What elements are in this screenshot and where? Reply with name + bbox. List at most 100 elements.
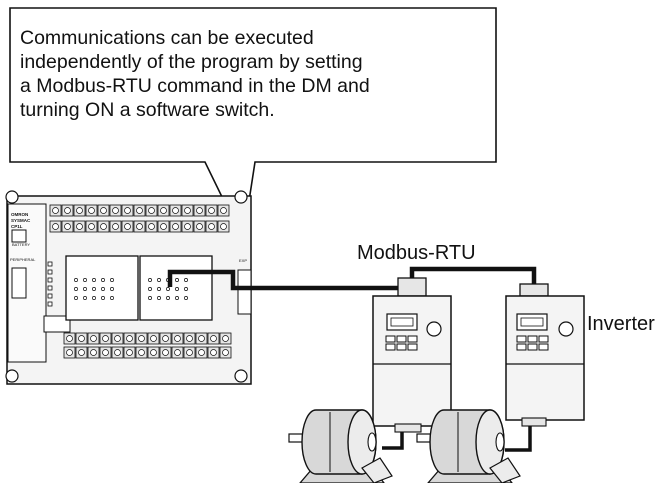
terminal-screw-head — [198, 349, 205, 356]
inverter-1-display-inner — [390, 317, 414, 327]
terminal-screw-head — [88, 223, 95, 230]
inverter-1-top-terminal — [397, 277, 427, 297]
option-board-pin — [101, 278, 105, 282]
option-board-pin — [166, 287, 170, 291]
terminal-screw-head — [220, 207, 227, 214]
terminal-screw-head — [112, 207, 119, 214]
inverter-label: Inverter — [587, 313, 655, 335]
option-board-pin — [166, 296, 170, 300]
inverter-2-top-terminal — [519, 283, 549, 297]
terminal-screw-head — [90, 335, 97, 342]
option-board-pin — [157, 296, 161, 300]
inverter-2-bottom-terminal — [521, 417, 547, 427]
plc-peripheral-label: PERIPHERAL — [10, 257, 36, 262]
option-board-pin — [184, 287, 188, 291]
terminal-screw-head — [114, 349, 121, 356]
terminal-screw-head — [222, 349, 229, 356]
option-board-pin — [92, 287, 96, 291]
plc-led-column — [47, 261, 53, 307]
motor-2-cable — [505, 426, 532, 452]
terminal-screw-head — [138, 335, 145, 342]
modbus-cable — [167, 266, 537, 294]
terminal-screw-head — [136, 223, 143, 230]
plc-option-board-dots — [74, 278, 188, 300]
inverter-1 — [372, 277, 452, 433]
terminal-screw-head — [126, 335, 133, 342]
option-board-pin — [110, 296, 114, 300]
option-board-pin — [157, 278, 161, 282]
terminal-screw-head — [112, 223, 119, 230]
terminal-screw-head — [66, 335, 73, 342]
option-board-pin — [83, 287, 87, 291]
option-board-pin — [148, 287, 152, 291]
terminal-screw-head — [150, 349, 157, 356]
plc-exp-label: EXP — [239, 258, 247, 263]
terminal-screw-head — [174, 335, 181, 342]
plc-brand-line-3: CP1L — [11, 224, 23, 229]
terminal-screw-head — [124, 223, 131, 230]
option-board-pin — [83, 278, 87, 282]
terminal-screw-head — [210, 349, 217, 356]
plc-terminal-blocks — [49, 204, 232, 359]
inverter-2-knob — [558, 321, 574, 337]
terminal-screw-head — [66, 349, 73, 356]
terminal-screw-head — [88, 207, 95, 214]
option-board-pin — [74, 287, 78, 291]
terminal-screw-head — [52, 223, 59, 230]
terminal-screw-head — [76, 223, 83, 230]
plc-bottom-left-module — [43, 315, 71, 333]
terminal-screw-head — [64, 223, 71, 230]
inverter-2-display-inner — [520, 317, 544, 327]
motor-1-cable — [382, 432, 404, 450]
motor-1-end-hub — [367, 432, 377, 452]
plc-mount-hole-bottom-left — [5, 369, 19, 383]
option-board-pin — [101, 296, 105, 300]
terminal-screw-head — [184, 207, 191, 214]
terminal-screw-head — [222, 335, 229, 342]
terminal-screw-head — [184, 223, 191, 230]
motor-1-terminal-box — [361, 457, 393, 483]
inverter-2-display — [516, 313, 548, 331]
option-board-pin — [175, 278, 179, 282]
terminal-screw-head — [64, 207, 71, 214]
inverter-1-bottom-terminal — [394, 423, 422, 433]
terminal-screw-head — [174, 349, 181, 356]
option-board-pin — [175, 296, 179, 300]
plc-brand-line-1: OMRON — [11, 212, 28, 217]
terminal-screw-head — [196, 207, 203, 214]
terminal-screw-head — [148, 207, 155, 214]
terminal-screw-head — [102, 349, 109, 356]
inverter-1-display — [386, 313, 418, 331]
option-board-pin — [110, 278, 114, 282]
terminal-screw-head — [76, 207, 83, 214]
option-board-pin — [148, 296, 152, 300]
terminal-screw-head — [208, 223, 215, 230]
option-board-pin — [157, 287, 161, 291]
option-board-pin — [148, 278, 152, 282]
terminal-screw-head — [78, 335, 85, 342]
terminal-screw-head — [186, 349, 193, 356]
terminal-screw-head — [150, 335, 157, 342]
inverter-1-keypad — [385, 335, 418, 351]
plc-battery-label: BATTERY — [12, 242, 30, 247]
terminal-screw-head — [52, 207, 59, 214]
terminal-screw-head — [162, 335, 169, 342]
plc-mount-hole-top-right — [234, 190, 248, 204]
terminal-screw-head — [136, 207, 143, 214]
plc-brand-line-2: SYSMAC — [11, 218, 31, 223]
option-board-pin — [74, 278, 78, 282]
terminal-screw-head — [172, 207, 179, 214]
terminal-screw-head — [100, 207, 107, 214]
terminal-screw-head — [160, 223, 167, 230]
terminal-screw-head — [160, 207, 167, 214]
terminal-screw-head — [172, 223, 179, 230]
option-board-pin — [184, 278, 188, 282]
option-board-pin — [92, 296, 96, 300]
terminal-screw-head — [102, 335, 109, 342]
plc-mount-hole-bottom-right — [234, 369, 248, 383]
terminal-screw-head — [126, 349, 133, 356]
modbus-rtu-label: Modbus-RTU — [357, 242, 476, 264]
inverter-1-knob — [426, 321, 442, 337]
plc-unit: OMRON SYSMAC CP1L BATTERY PERIPHERAL EXP — [5, 190, 252, 385]
